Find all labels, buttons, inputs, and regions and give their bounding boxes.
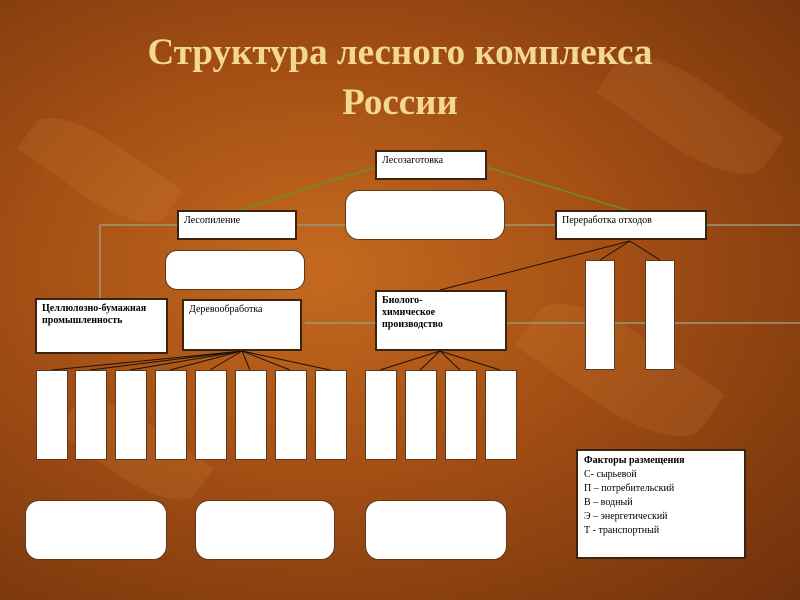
legend-item: П – потребительский: [584, 483, 675, 494]
legend-item: С- сырьевой: [584, 469, 637, 480]
legend-title: Факторы размещения: [584, 455, 685, 466]
node-sawmill: Лесопиление: [177, 210, 297, 240]
legend-item: Т - транспортный: [584, 525, 660, 536]
blank-column: [36, 370, 68, 460]
blank-column: [275, 370, 307, 460]
blank-column: [75, 370, 107, 460]
blank-column: [315, 370, 347, 460]
blank-box: [165, 250, 305, 290]
page-title: Структура лесного комплекса России: [0, 28, 800, 128]
node-woodworking: Деревообработка: [182, 299, 302, 351]
blank-column: [445, 370, 477, 460]
blank-column: [235, 370, 267, 460]
blank-box: [25, 500, 167, 560]
node-waste-processing: Переработка отходов: [555, 210, 707, 240]
placement-factors-legend: Факторы размещения С- сырьевой П – потре…: [576, 449, 746, 559]
node-logging: Лесозаготовка: [375, 150, 487, 180]
blank-box: [365, 500, 507, 560]
blank-column: [155, 370, 187, 460]
blank-column: [115, 370, 147, 460]
legend-item: В – водный: [584, 497, 633, 508]
title-line-1: Структура лесного комплекса: [147, 32, 653, 73]
blank-column: [485, 370, 517, 460]
blank-column: [645, 260, 675, 370]
blank-column: [195, 370, 227, 460]
blank-column: [405, 370, 437, 460]
blank-box: [195, 500, 335, 560]
blank-column: [365, 370, 397, 460]
node-pulp-paper: Целлюлозно-бумажная промышленность: [35, 298, 168, 354]
blank-column: [585, 260, 615, 370]
title-line-2: России: [342, 82, 458, 123]
blank-box: [345, 190, 505, 240]
legend-item: Э – энергетический: [584, 511, 668, 522]
node-biochemical: Биолого-химическое производство: [375, 290, 507, 351]
